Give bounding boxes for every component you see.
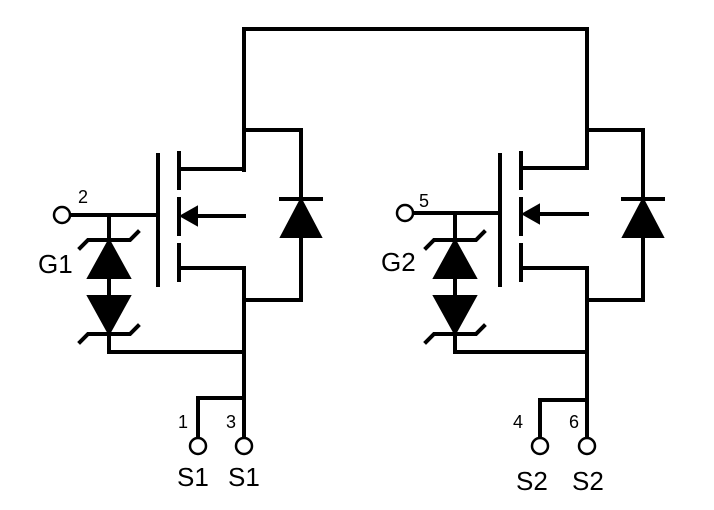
mosfet-1 [66,128,323,442]
source-label: S2 [516,466,548,496]
mosfet-2-body-arrow [520,203,540,225]
gate-protection-zener-icon [77,213,246,354]
gate-2-pin-number: 5 [419,191,429,211]
source-pin-number: 4 [513,412,523,432]
mosfet-2-source-wire [519,235,645,302]
body-diode-icon [279,196,323,238]
pin-terminal-icon[interactable] [234,436,254,456]
gate-1-pin-number: 2 [78,187,88,207]
common-drain-wire [242,27,589,172]
source-pin-number: 3 [226,412,236,432]
gate-2-label: G2 [381,247,416,277]
mosfet-1-drain-wire [177,128,303,201]
mosfet-1-source-wire [177,235,303,302]
pin-terminal-icon[interactable] [52,205,72,225]
source-label: S2 [572,466,604,496]
source-label: S1 [177,462,209,492]
mosfet-1-source-pin1-wire [196,396,246,442]
mosfet-2-drain-wire [519,128,645,201]
mosfet-1-body-arrow [178,205,198,227]
mosfet-2-source-pin4-wire [538,398,589,442]
body-diode-icon [621,196,665,238]
gate-protection-zener-icon [423,211,589,354]
pin-terminal-icon[interactable] [188,436,208,456]
mosfet-2 [410,128,665,442]
pin-terminal-icon[interactable] [577,436,597,456]
gate-1-label: G1 [38,249,73,279]
pin-terminal-icon[interactable] [395,203,415,223]
source-pin-number: 1 [178,412,188,432]
source-label: S1 [228,462,260,492]
source-pin-number: 6 [569,412,579,432]
pin-terminal-icon[interactable] [530,436,550,456]
